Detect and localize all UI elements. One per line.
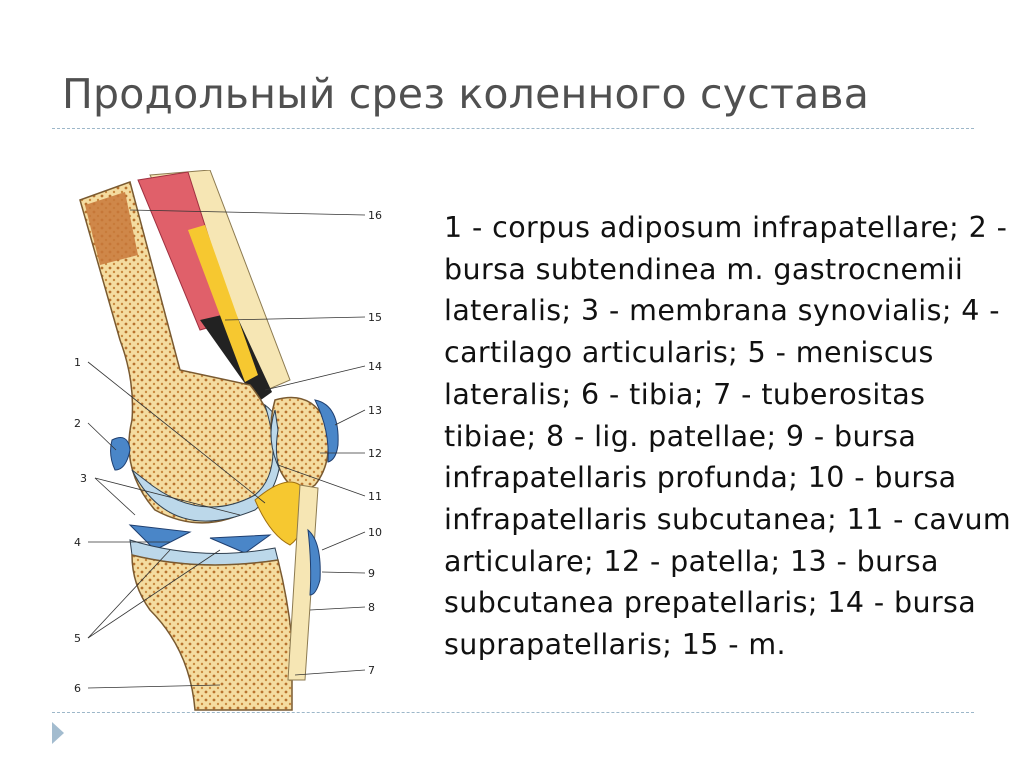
label-11: 11: [368, 490, 382, 503]
legend-text: 1 - corpus adiposum infrapatellare; 2 - …: [444, 211, 1012, 662]
prepatellar-bursa: [314, 399, 339, 463]
label-2: 2: [74, 417, 81, 430]
label-7: 7: [368, 664, 375, 677]
label-6: 6: [74, 682, 81, 695]
label-9: 9: [368, 567, 375, 580]
label-8: 8: [368, 601, 375, 614]
label-15: 15: [368, 311, 382, 324]
label-3: 3: [80, 472, 87, 485]
gastrocnemius-bursa: [110, 437, 131, 471]
meniscus: [128, 524, 192, 551]
title-divider: [52, 128, 974, 129]
fat-layer: [188, 225, 258, 382]
slide-title: Продольный срез коленного сустава: [62, 70, 870, 118]
patella-cartilage: [270, 409, 281, 471]
label-16: 16: [368, 209, 382, 222]
meniscus: [209, 534, 272, 554]
label-12: 12: [368, 447, 382, 460]
label-4: 4: [74, 536, 81, 549]
infrapatellar-bursa: [307, 528, 321, 596]
slide-bullet-icon: [52, 722, 64, 744]
label-10: 10: [368, 526, 382, 539]
knee-section-diagram: 1 2 3 4 5 6 7 8 9 10 11 12 13 14 15 16: [74, 170, 382, 711]
label-1: 1: [74, 356, 81, 369]
leader-lines: [87, 209, 366, 689]
label-13: 13: [368, 404, 382, 417]
label-14: 14: [368, 360, 382, 373]
femur-marrow: [85, 192, 138, 265]
footer-divider: [52, 712, 974, 713]
label-5: 5: [74, 632, 81, 645]
